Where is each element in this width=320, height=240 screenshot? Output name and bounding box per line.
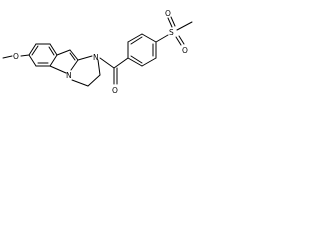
chemical-structure-diagram: O N N O S O O (2, 9, 193, 95)
bond-r2 (97, 59, 101, 76)
bond-p4 (49, 65, 67, 74)
bond-r3 (87, 74, 101, 87)
amide-nitrogen-label: N (93, 53, 99, 62)
bond-a4 (49, 54, 58, 67)
bond-a1 (28, 43, 37, 56)
bond-b5 (141, 57, 157, 67)
bond-p2 (69, 49, 79, 61)
sulfur-label: S (169, 28, 174, 37)
sulfonyl-oxygen-top-label: O (165, 9, 171, 18)
bond-b2-inner (130, 36, 143, 45)
bond-b6 (127, 57, 143, 67)
indole-nitrogen-label: N (66, 71, 72, 80)
bond-p3 (70, 59, 79, 71)
bond-s-o-top-2 (170, 16, 176, 27)
bond-methyl-o (2, 55, 13, 59)
bond-b2 (127, 33, 143, 43)
bond-s-o-bot-1 (175, 36, 182, 46)
bond-p2-inner (69, 52, 76, 61)
bond-b6-inner (130, 55, 143, 64)
bond-p1 (56, 49, 71, 56)
bond-o-ring (20, 54, 30, 57)
bond-r4 (71, 79, 89, 87)
bond-ring-s (155, 34, 169, 43)
bond-s-o-bot-2 (178, 35, 185, 45)
bond-r1 (77, 55, 93, 61)
bond-a3 (49, 43, 58, 56)
bond-a3-inner (48, 46, 55, 56)
bond-carbonyl-ring (113, 57, 129, 69)
sulfonyl-oxygen-bottom-label: O (182, 46, 188, 55)
bond-s-methyl (176, 21, 193, 31)
methoxy-oxygen-label: O (13, 52, 19, 61)
bond-s-o-top-1 (167, 17, 173, 28)
bond-a1-inner (31, 45, 39, 56)
bond-a6 (28, 54, 37, 67)
carbonyl-oxygen-label: O (112, 86, 118, 95)
bond-n-carbonyl (99, 57, 115, 69)
bonds (2, 16, 193, 87)
atom-labels: O N N O S O O (13, 9, 188, 95)
bond-b3 (141, 33, 157, 43)
